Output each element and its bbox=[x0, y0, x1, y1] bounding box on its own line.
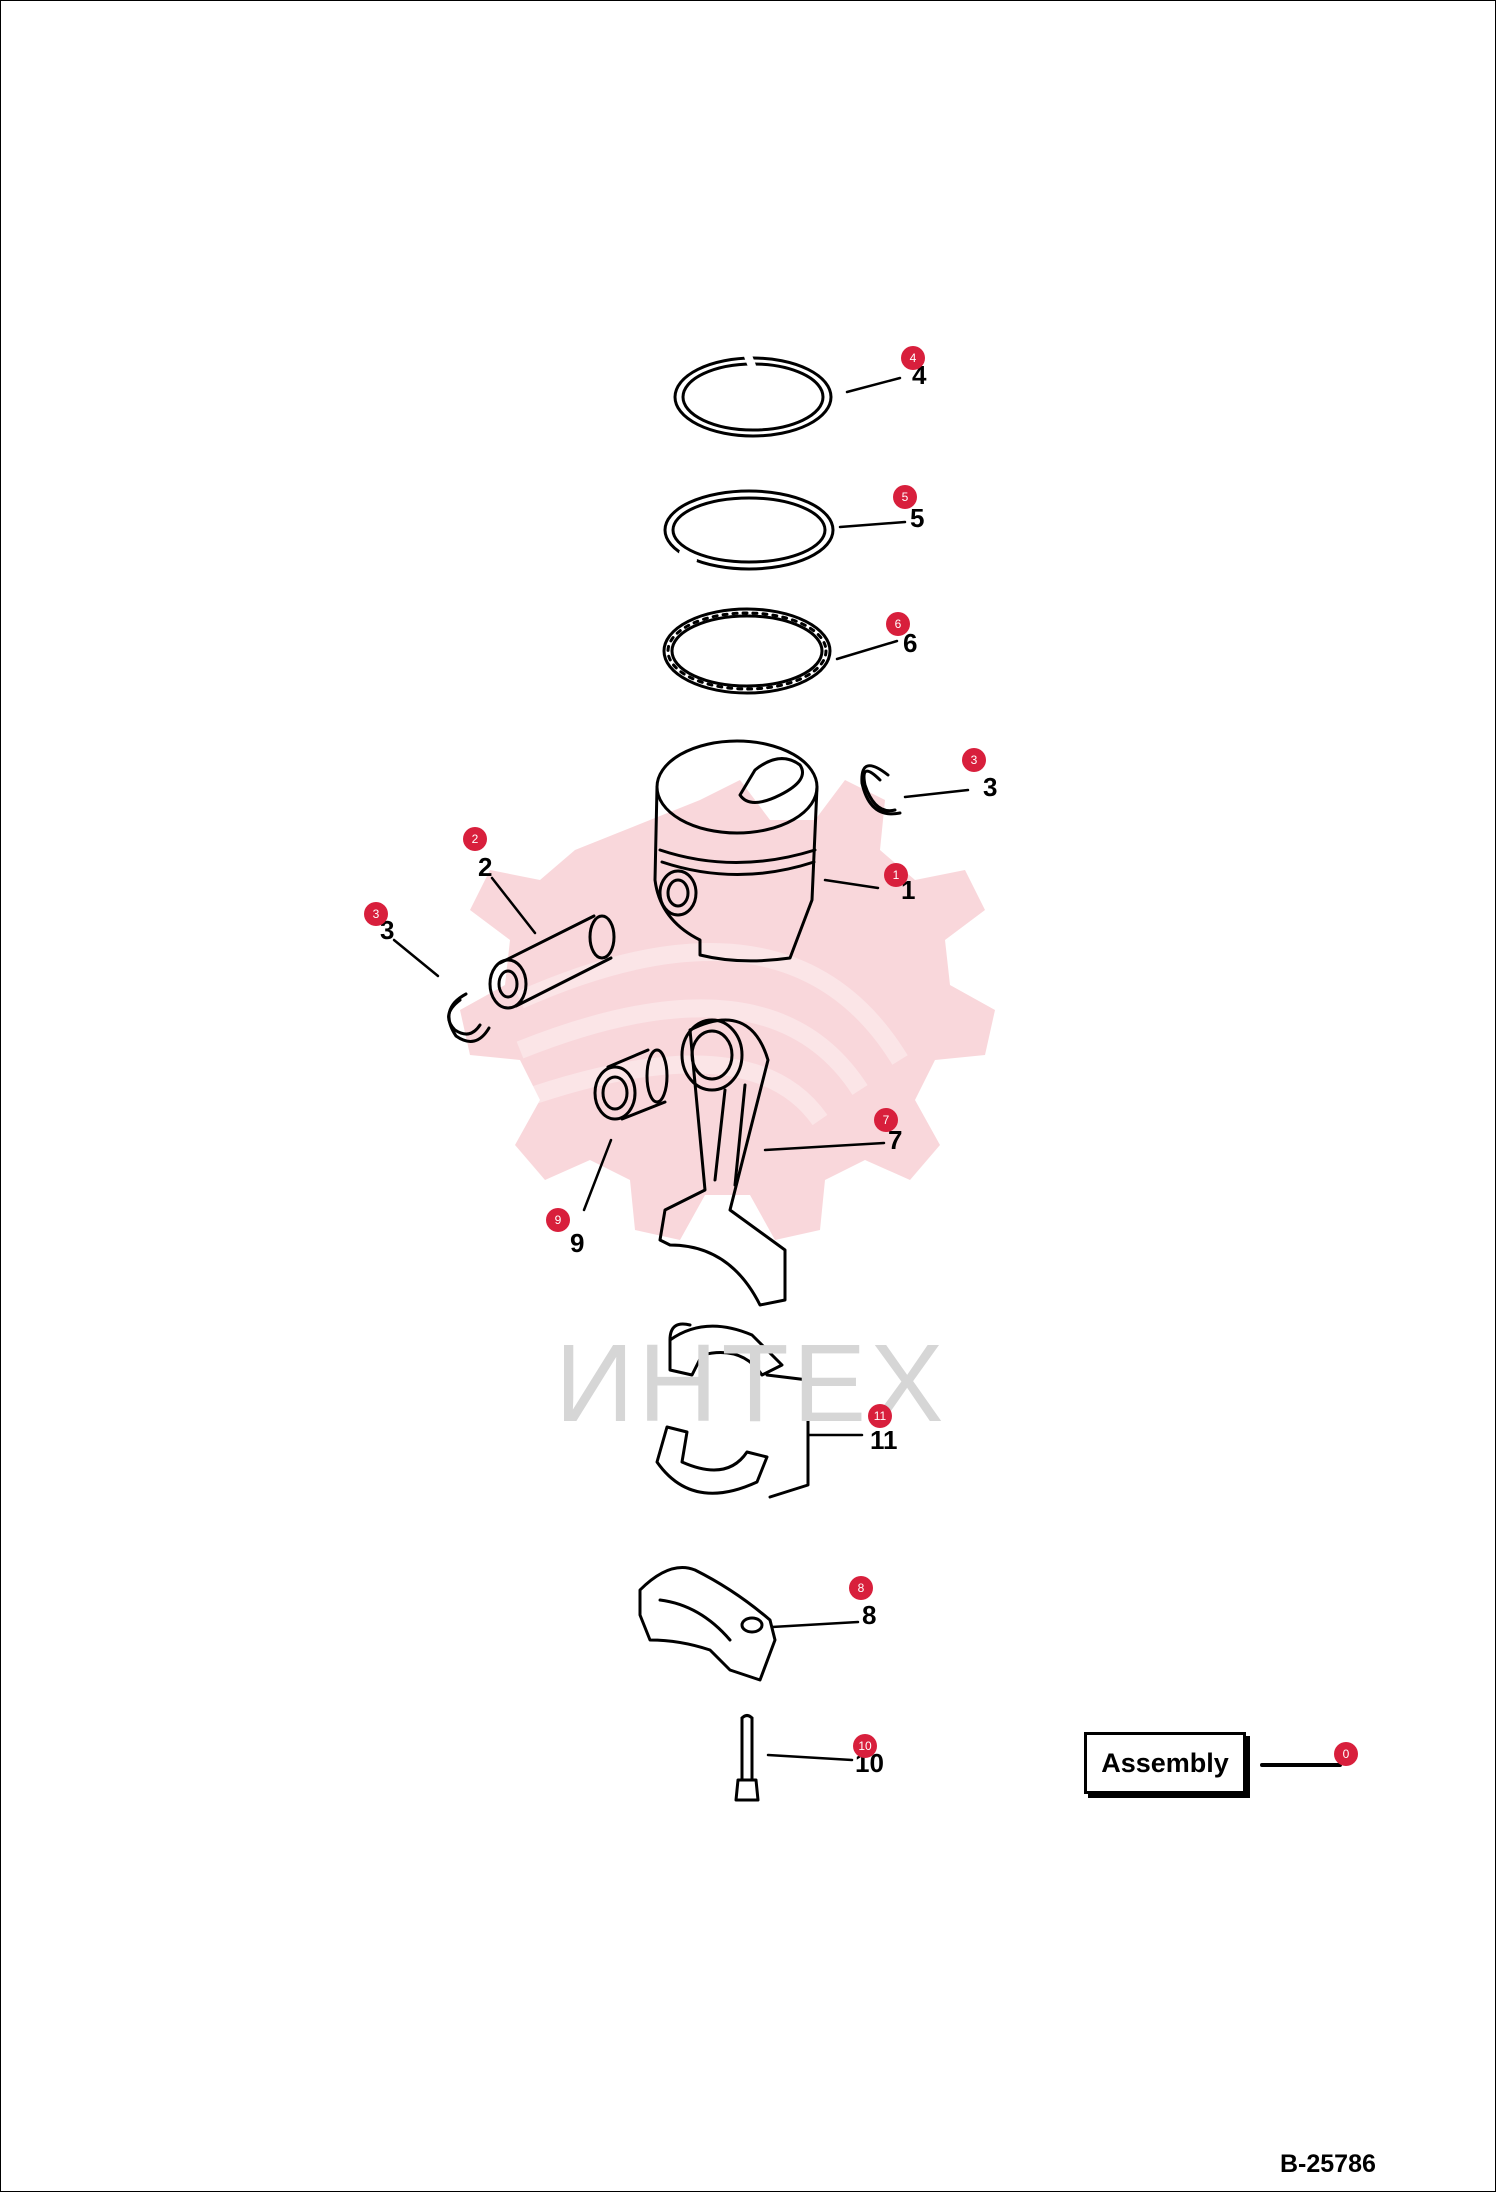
callout-4[interactable]: 4 bbox=[901, 346, 925, 370]
callout-10[interactable]: 10 bbox=[853, 1734, 877, 1758]
part-label-9: 9 bbox=[570, 1228, 585, 1258]
callout-7[interactable]: 7 bbox=[874, 1108, 898, 1132]
part-label-5: 5 bbox=[910, 503, 925, 533]
connecting-rod bbox=[658, 1018, 787, 1307]
part-label-3-right: 3 bbox=[983, 772, 998, 802]
piston-ring-top bbox=[673, 352, 833, 438]
bearing-shells bbox=[655, 1322, 810, 1499]
figure-code: B-25786 bbox=[1280, 2150, 1376, 2178]
snap-ring-right bbox=[860, 764, 902, 816]
callout-5[interactable]: 5 bbox=[893, 485, 917, 509]
callout-9[interactable]: 9 bbox=[546, 1208, 570, 1232]
part-label-11: 11 bbox=[870, 1425, 898, 1455]
piston-pin-bushing bbox=[593, 1048, 669, 1121]
callout-6[interactable]: 6 bbox=[886, 612, 910, 636]
piston bbox=[653, 739, 819, 963]
leader-lines bbox=[392, 376, 1342, 1767]
snap-ring-left bbox=[447, 992, 491, 1043]
callout-11[interactable]: 11 bbox=[868, 1404, 892, 1428]
part-label-7: 7 bbox=[888, 1125, 903, 1155]
piston-pin bbox=[488, 914, 616, 1010]
callout-0[interactable]: 0 bbox=[1334, 1742, 1358, 1766]
assembly-button[interactable]: Assembly bbox=[1084, 1732, 1246, 1794]
callout-1[interactable]: 1 bbox=[884, 863, 908, 887]
watermark-gear-icon bbox=[460, 780, 995, 1240]
callout-3-left[interactable]: 3 bbox=[364, 902, 388, 926]
part-label-2: 2 bbox=[478, 852, 493, 882]
oil-control-ring bbox=[662, 607, 832, 695]
rod-cap bbox=[638, 1566, 777, 1682]
part-label-6: 6 bbox=[903, 628, 918, 658]
rod-bolt bbox=[734, 1714, 760, 1802]
piston-ring-second bbox=[663, 489, 835, 571]
callout-3-right[interactable]: 3 bbox=[962, 748, 986, 772]
part-label-8: 8 bbox=[862, 1600, 877, 1630]
callout-8[interactable]: 8 bbox=[849, 1576, 873, 1600]
callout-2[interactable]: 2 bbox=[463, 827, 487, 851]
